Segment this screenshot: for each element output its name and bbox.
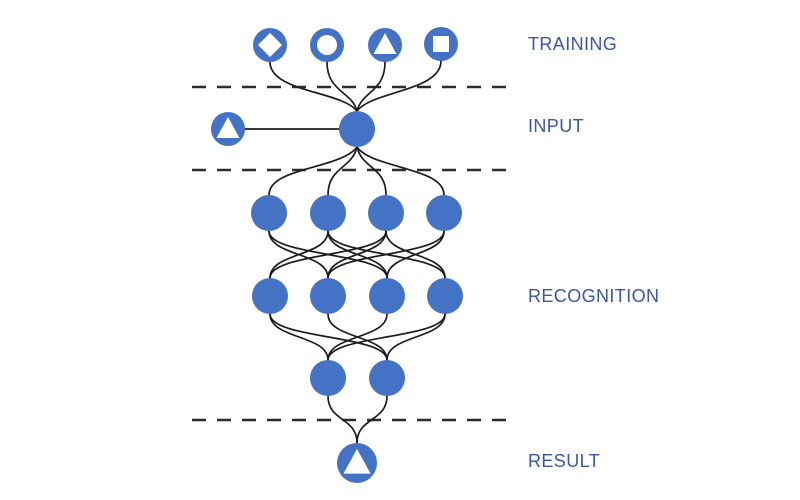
node-r1c — [368, 195, 404, 231]
label-recognition: RECOGNITION — [528, 286, 660, 306]
edge-r2d-r3a — [327, 313, 446, 361]
triangle-icon — [373, 33, 397, 54]
node-t2 — [310, 28, 344, 62]
node-r2c — [369, 278, 405, 314]
recognition-node-circle — [310, 278, 346, 314]
edge-hub-r1d — [356, 146, 445, 196]
node-r1b — [310, 195, 346, 231]
edge-t3-hub — [356, 61, 386, 112]
node-r3a — [310, 360, 346, 396]
node-r2b — [310, 278, 346, 314]
triangle-icon — [216, 117, 240, 138]
edge-t2-hub — [326, 61, 358, 112]
node-r1a — [251, 195, 287, 231]
recognition-node-circle — [368, 195, 404, 231]
recognition-node-circle — [310, 360, 346, 396]
ring-icon — [317, 35, 337, 55]
label-training: TRAINING — [528, 34, 618, 54]
label-result: RESULT — [528, 451, 601, 471]
recognition-node-circle — [426, 195, 462, 231]
node-res — [337, 443, 377, 483]
edge-r2c-r3a — [327, 313, 388, 361]
recognition-node-circle — [369, 278, 405, 314]
edge-r1d-r2b — [327, 230, 445, 279]
edge-r2a-r3b — [269, 313, 388, 361]
label-input: INPUT — [528, 116, 584, 136]
triangle-icon — [343, 448, 371, 474]
square-icon — [433, 36, 449, 52]
edge-hub-r1c — [356, 146, 387, 196]
node-sample — [211, 112, 245, 146]
edge-r1c-r2b — [327, 230, 387, 279]
recognition-node-circle — [310, 195, 346, 231]
recognition-node-circle — [369, 360, 405, 396]
edge-t4-hub — [356, 60, 442, 112]
edge-r3a-res — [327, 395, 358, 444]
node-t1 — [253, 28, 287, 62]
recognition-node-circle — [427, 278, 463, 314]
node-r3b — [369, 360, 405, 396]
edge-r1c-r2a — [269, 230, 387, 279]
node-r1d — [426, 195, 462, 231]
node-hub — [339, 111, 375, 147]
node-r2d — [427, 278, 463, 314]
node-t3 — [368, 28, 402, 62]
recognition-node-circle — [251, 195, 287, 231]
edge-hub-r1b — [327, 146, 358, 196]
recognition-node-circle — [252, 278, 288, 314]
edge-t1-hub — [269, 61, 358, 112]
edge-r3b-res — [356, 395, 388, 444]
edge-r2d-r3b — [386, 313, 446, 361]
edge-r2a-r3a — [269, 313, 329, 361]
node-r2a — [252, 278, 288, 314]
node-t4 — [424, 27, 458, 61]
input-node-circle — [339, 111, 375, 147]
edge-r1d-r2c — [386, 230, 445, 279]
edge-hub-r1a — [268, 146, 358, 196]
edge-r1b-r2a — [269, 230, 329, 279]
diamond-icon — [258, 33, 282, 57]
